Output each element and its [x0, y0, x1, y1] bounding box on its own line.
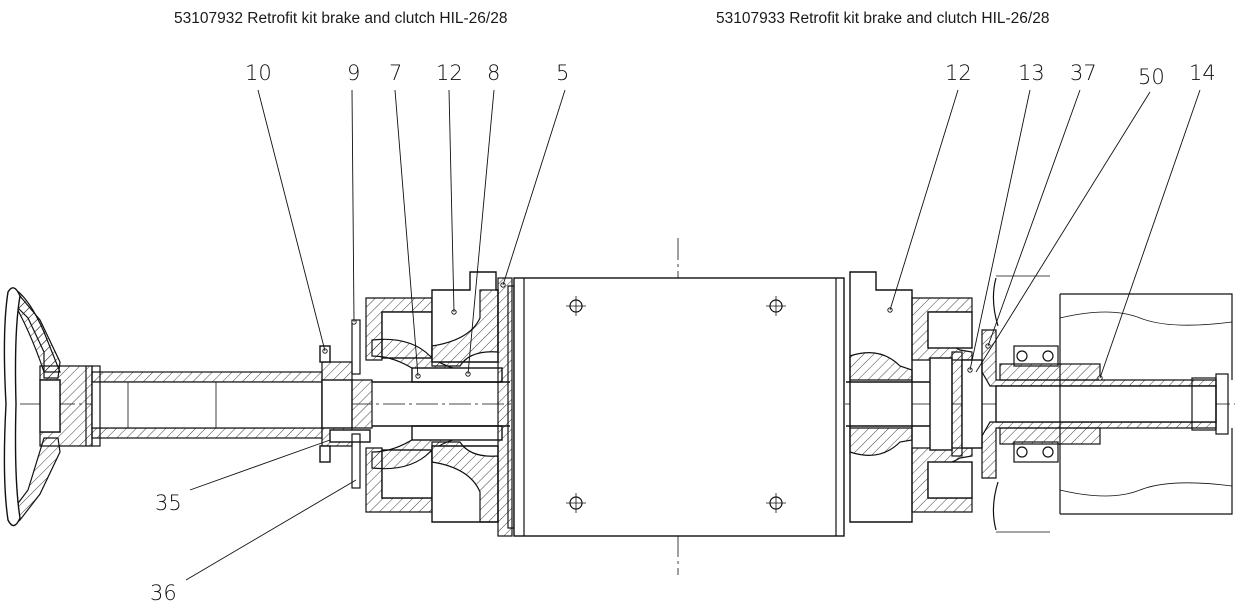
- title-right-kit: 53107933 Retrofit kit brake and clutch H…: [716, 10, 1050, 27]
- part-number-5: 5: [556, 61, 569, 85]
- part-number-50: 50: [1138, 65, 1165, 89]
- part-number-13: 13: [1018, 61, 1045, 85]
- part-number-37: 37: [1070, 61, 1097, 85]
- clutch-body: [322, 271, 515, 537]
- left-tube: [91, 365, 323, 447]
- brake-body: [846, 271, 983, 523]
- part-number-35: 35: [155, 491, 182, 515]
- part-number-12-right: 12: [945, 61, 972, 85]
- main-shaft-left: [372, 381, 510, 427]
- part-number-12-left: 12: [436, 61, 463, 85]
- part-number-9: 9: [347, 61, 360, 85]
- part-number-8: 8: [487, 61, 500, 85]
- central-roller: [513, 277, 845, 537]
- handwheel: [3, 287, 93, 527]
- part-number-36: 36: [150, 581, 177, 605]
- part-number-10: 10: [245, 61, 272, 85]
- leader-lines: [185, 89, 1201, 581]
- left-flange-assembly: [319, 319, 373, 489]
- part-number-7: 7: [389, 61, 402, 85]
- bearing-housing: [981, 275, 1233, 533]
- title-left-kit: 53107932 Retrofit kit brake and clutch H…: [174, 10, 508, 27]
- part-number-14: 14: [1189, 61, 1216, 85]
